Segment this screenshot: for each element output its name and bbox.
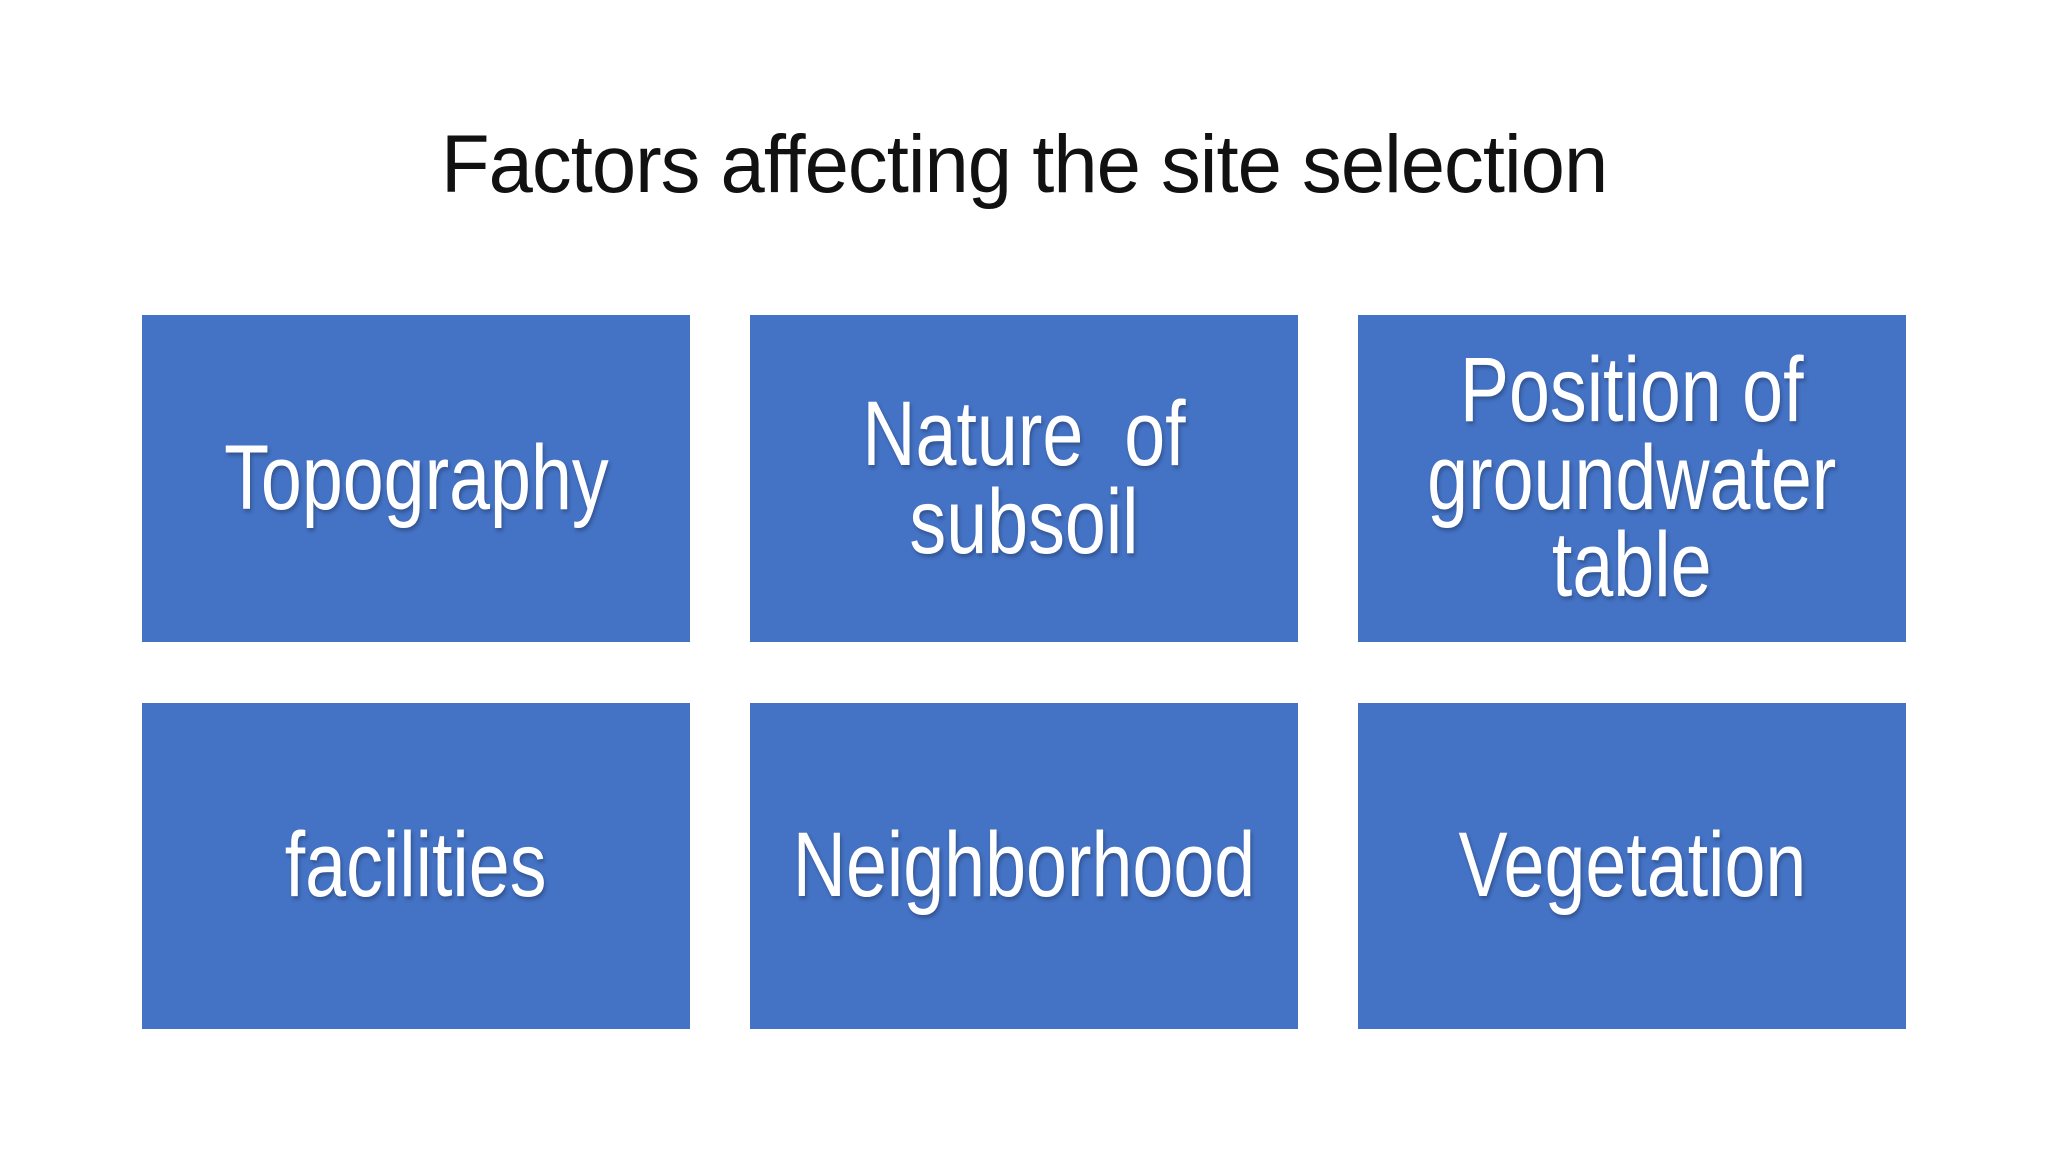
factor-label-vegetation: Vegetation: [1458, 814, 1806, 917]
factor-label-topography: Topography: [223, 426, 609, 529]
factor-label-facilities: facilities: [285, 814, 547, 917]
factor-box-vegetation: Vegetation: [1358, 703, 1906, 1029]
slide-title: Factors affecting the site selection: [0, 118, 2048, 212]
factor-box-neighborhood: Neighborhood: [750, 703, 1298, 1029]
factor-box-topography: Topography: [142, 315, 690, 642]
factor-box-nature-of-subsoil: Nature of subsoil: [750, 315, 1298, 642]
factor-box-facilities: facilities: [142, 703, 690, 1029]
factor-label-neighborhood: Neighborhood: [792, 814, 1256, 917]
factors-grid: Topography Nature of subsoil Position of…: [142, 315, 1906, 1029]
factor-label-nature-of-subsoil: Nature of subsoil: [862, 383, 1186, 573]
factor-box-position-of-groundwater-table: Position of groundwater table: [1358, 315, 1906, 642]
factor-label-position-of-groundwater-table: Position of groundwater table: [1427, 339, 1837, 617]
slide-title-text: Factors affecting the site selection: [440, 119, 1608, 210]
